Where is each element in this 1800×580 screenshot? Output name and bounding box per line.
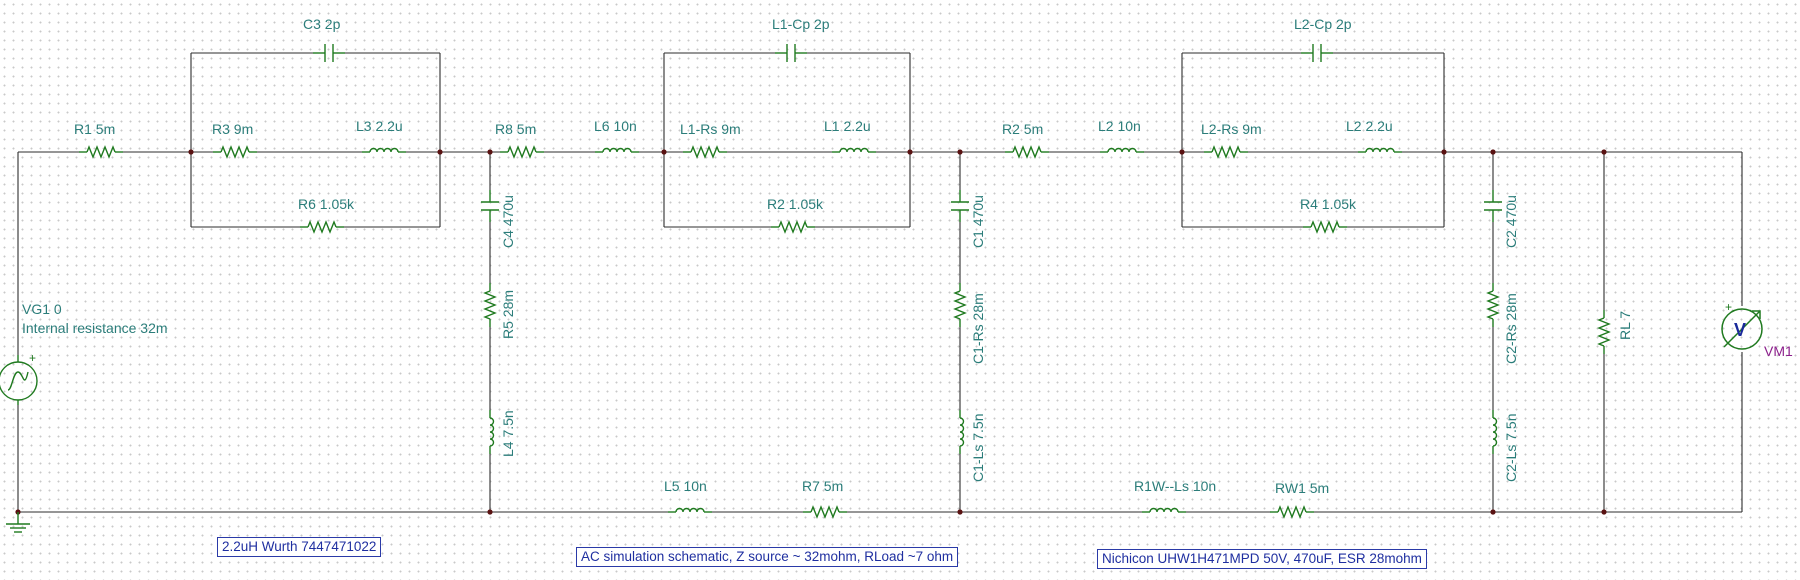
label-r8: R8 5m — [495, 121, 536, 137]
svg-text:V: V — [1734, 320, 1746, 340]
resistor-r2-1k[interactable] — [770, 221, 816, 233]
inductor-c2-ls[interactable] — [1492, 409, 1498, 455]
note-cap[interactable]: Nichicon UHW1H471MPD 50V, 470uF, ESR 28m… — [1097, 549, 1427, 569]
label-c2-ls: C2-Ls 7.5n — [1503, 414, 1519, 482]
label-l1: L1 2.2u — [824, 118, 871, 134]
capacitor-c3[interactable] — [312, 43, 346, 63]
label-l6: L6 10n — [594, 118, 637, 134]
label-vg1: VG1 0 — [22, 301, 62, 317]
label-l4: L4 7.5n — [500, 410, 516, 457]
capacitor-c1[interactable] — [950, 189, 970, 223]
label-r4: R4 1.05k — [1300, 196, 1357, 212]
label-rl: RL 7 — [1617, 311, 1633, 340]
label-c1-rs: C1-Rs 28m — [970, 293, 986, 364]
resistor-l1-rs[interactable] — [682, 146, 728, 158]
wires — [17, 52, 1743, 513]
label-c1: C1 470u — [970, 195, 986, 248]
inductor-l5[interactable] — [667, 507, 713, 513]
inductor-l1[interactable] — [831, 147, 877, 153]
label-l2-cp: L2-Cp 2p — [1294, 16, 1352, 32]
resistor-c2-rs[interactable] — [1487, 282, 1499, 328]
voltmeter-vm1[interactable]: V + — [1721, 300, 1763, 350]
label-r1w-ls: R1W--Ls 10n — [1134, 478, 1216, 494]
label-l1-cp: L1-Cp 2p — [772, 16, 830, 32]
label-c2: C2 470u — [1503, 195, 1519, 248]
inductor-l6[interactable] — [594, 147, 640, 153]
label-rw1: RW1 5m — [1275, 480, 1329, 496]
label-l2-rs: L2-Rs 9m — [1201, 121, 1262, 137]
capacitor-c4[interactable] — [480, 189, 500, 223]
label-l5: L5 10n — [664, 478, 707, 494]
label-vg1-note: Internal resistance 32m — [22, 320, 168, 336]
resistor-rl[interactable] — [1598, 309, 1610, 355]
label-c4: C4 470u — [500, 195, 516, 248]
resistor-r5[interactable] — [484, 282, 496, 328]
inductor-l2[interactable] — [1357, 147, 1403, 153]
label-r2-1k: R2 1.05k — [767, 196, 824, 212]
resistor-r2-5m[interactable] — [1004, 146, 1050, 158]
label-l1-rs: L1-Rs 9m — [680, 121, 741, 137]
label-r1: R1 5m — [74, 121, 115, 137]
inductor-l4[interactable] — [489, 409, 495, 455]
junctions — [15, 149, 1607, 515]
label-c1-ls: C1-Ls 7.5n — [970, 414, 986, 482]
resistor-c1-rs[interactable] — [954, 282, 966, 328]
note-sim[interactable]: AC simulation schematic, Z source ~ 32mo… — [576, 547, 959, 567]
voltage-source-vg1[interactable]: + — [0, 351, 38, 405]
label-r7: R7 5m — [802, 478, 843, 494]
inductor-l3[interactable] — [361, 147, 407, 153]
resistor-r7[interactable] — [802, 506, 848, 518]
label-r2-5m: R2 5m — [1002, 121, 1043, 137]
resistor-l2-rs[interactable] — [1203, 146, 1249, 158]
ground-icon — [6, 512, 30, 533]
label-c3: C3 2p — [303, 16, 341, 32]
inductor-r1w-ls[interactable] — [1141, 507, 1187, 513]
label-l2: L2 2.2u — [1346, 118, 1393, 134]
resistor-r3[interactable] — [212, 146, 258, 158]
component-labels: R1 5m C3 2p R3 9m L3 2.2u R6 1.05k R8 5m… — [22, 16, 1793, 496]
resistor-rw1[interactable] — [1269, 506, 1315, 518]
svg-text:+: + — [29, 351, 36, 365]
resistor-r1[interactable] — [78, 146, 124, 158]
label-l2-10n: L2 10n — [1098, 118, 1141, 134]
capacitor-l1-cp[interactable] — [774, 43, 808, 63]
inductor-l2-10n[interactable] — [1099, 147, 1145, 153]
label-l3: L3 2.2u — [356, 118, 403, 134]
label-r3: R3 9m — [212, 121, 253, 137]
resistor-r8[interactable] — [499, 146, 545, 158]
capacitor-l2-cp[interactable] — [1300, 43, 1334, 63]
resistor-r6[interactable] — [299, 221, 345, 233]
label-r5: R5 28m — [500, 290, 516, 339]
inductor-c1-ls[interactable] — [959, 409, 965, 455]
capacitor-c2[interactable] — [1483, 189, 1503, 223]
label-r6: R6 1.05k — [298, 196, 355, 212]
label-c2-rs: C2-Rs 28m — [1503, 293, 1519, 364]
label-vm1: VM1 — [1764, 343, 1793, 359]
svg-text:+: + — [1725, 300, 1732, 314]
note-inductor[interactable]: 2.2uH Wurth 7447471022 — [217, 537, 382, 557]
resistor-r4[interactable] — [1302, 221, 1348, 233]
